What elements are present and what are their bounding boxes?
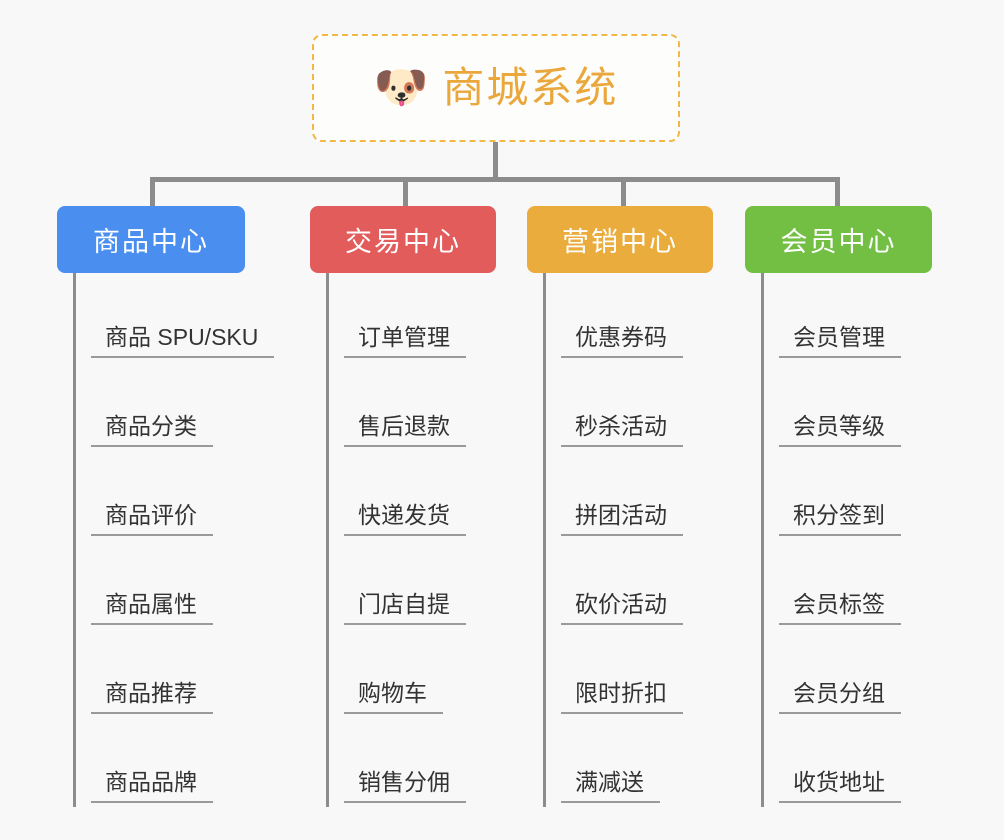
branch-drop-connector-1 bbox=[403, 177, 408, 207]
leaf-item-label: 会员标签 bbox=[779, 591, 901, 625]
leaf-item-label: 订单管理 bbox=[344, 324, 466, 358]
leaf-item[interactable]: 会员分组 bbox=[761, 629, 932, 718]
leaf-item-label: 商品评价 bbox=[91, 502, 213, 536]
leaf-item[interactable]: 销售分佣 bbox=[326, 718, 496, 807]
leaf-item[interactable]: 订单管理 bbox=[326, 273, 496, 362]
leaf-item-label: 积分签到 bbox=[779, 502, 901, 536]
leaf-item[interactable]: 商品推荐 bbox=[73, 629, 274, 718]
branch-header-marketing[interactable]: 营销中心 bbox=[527, 206, 713, 273]
branch-header-label: 会员中心 bbox=[780, 227, 897, 257]
trunk-vertical-connector bbox=[493, 142, 498, 180]
leaf-item-label: 商品品牌 bbox=[91, 769, 213, 803]
leaf-item-label: 限时折扣 bbox=[561, 680, 683, 714]
branch-leaf-list-marketing: 优惠券码 秒杀活动 拼团活动 砍价活动 限时折扣 满减送 bbox=[543, 273, 713, 807]
leaf-item[interactable]: 商品分类 bbox=[73, 362, 274, 451]
leaf-item-label: 门店自提 bbox=[344, 591, 466, 625]
leaf-item-label: 销售分佣 bbox=[344, 769, 466, 803]
leaf-item-label: 优惠券码 bbox=[561, 324, 683, 358]
leaf-item[interactable]: 门店自提 bbox=[326, 540, 496, 629]
leaf-item[interactable]: 商品属性 bbox=[73, 540, 274, 629]
root-node-title: 商城系统 bbox=[442, 64, 619, 111]
leaf-item[interactable]: 限时折扣 bbox=[543, 629, 713, 718]
leaf-item-label: 会员管理 bbox=[779, 324, 901, 358]
leaf-item[interactable]: 会员标签 bbox=[761, 540, 932, 629]
leaf-item[interactable]: 购物车 bbox=[326, 629, 496, 718]
branch-header-member[interactable]: 会员中心 bbox=[745, 206, 932, 273]
leaf-spine bbox=[543, 273, 546, 807]
leaf-item-label: 收货地址 bbox=[779, 769, 901, 803]
trunk-horizontal-connector bbox=[150, 177, 840, 182]
leaf-item[interactable]: 优惠券码 bbox=[543, 273, 713, 362]
leaf-item-label: 商品分类 bbox=[91, 413, 213, 447]
leaf-item-label: 商品 SPU/SKU bbox=[91, 324, 275, 358]
leaf-spine bbox=[326, 273, 329, 807]
leaf-item-label: 秒杀活动 bbox=[561, 413, 683, 447]
leaf-item[interactable]: 拼团活动 bbox=[543, 451, 713, 540]
branch-leaf-list-trade: 订单管理 售后退款 快递发货 门店自提 购物车 销售分佣 bbox=[326, 273, 496, 807]
branch-drop-connector-2 bbox=[621, 177, 626, 207]
leaf-spine bbox=[761, 273, 764, 807]
leaf-item[interactable]: 秒杀活动 bbox=[543, 362, 713, 451]
leaf-item-label: 商品推荐 bbox=[91, 680, 213, 714]
branch-header-label: 交易中心 bbox=[345, 227, 461, 257]
leaf-item-label: 砍价活动 bbox=[561, 591, 683, 625]
leaf-spine bbox=[73, 273, 76, 807]
leaf-item-label: 购物车 bbox=[344, 680, 443, 714]
branch-column-trade: 交易中心 订单管理 售后退款 快递发货 门店自提 购物车 销售分佣 bbox=[310, 206, 496, 807]
leaf-item-label: 售后退款 bbox=[344, 413, 466, 447]
leaf-item-label: 快递发货 bbox=[344, 502, 466, 536]
leaf-item[interactable]: 满减送 bbox=[543, 718, 713, 807]
leaf-item[interactable]: 售后退款 bbox=[326, 362, 496, 451]
leaf-item[interactable]: 会员管理 bbox=[761, 273, 932, 362]
branch-header-product[interactable]: 商品中心 bbox=[57, 206, 245, 273]
leaf-item[interactable]: 商品评价 bbox=[73, 451, 274, 540]
leaf-item[interactable]: 收货地址 bbox=[761, 718, 932, 807]
branch-column-marketing: 营销中心 优惠券码 秒杀活动 拼团活动 砍价活动 限时折扣 满减送 bbox=[527, 206, 713, 807]
leaf-item[interactable]: 快递发货 bbox=[326, 451, 496, 540]
branch-drop-connector-3 bbox=[835, 177, 840, 207]
branch-leaf-list-product: 商品 SPU/SKU 商品分类 商品评价 商品属性 商品推荐 商品品牌 bbox=[73, 273, 275, 807]
branch-header-label: 营销中心 bbox=[562, 227, 678, 257]
branch-leaf-list-member: 会员管理 会员等级 积分签到 会员标签 会员分组 收货地址 bbox=[761, 273, 932, 807]
branch-header-label: 商品中心 bbox=[93, 227, 209, 257]
leaf-item[interactable]: 砍价活动 bbox=[543, 540, 713, 629]
leaf-item[interactable]: 商品 SPU/SKU bbox=[73, 273, 275, 362]
leaf-item-label: 拼团活动 bbox=[561, 502, 683, 536]
branch-column-product: 商品中心 商品 SPU/SKU 商品分类 商品评价 商品属性 商品推荐 商品品牌 bbox=[57, 206, 275, 807]
leaf-item-label: 会员等级 bbox=[779, 413, 901, 447]
branch-column-member: 会员中心 会员管理 会员等级 积分签到 会员标签 会员分组 收货地址 bbox=[745, 206, 932, 807]
branch-header-trade[interactable]: 交易中心 bbox=[310, 206, 496, 273]
root-node[interactable]: 🐶 商城系统 bbox=[312, 34, 680, 142]
leaf-item[interactable]: 会员等级 bbox=[761, 362, 932, 451]
leaf-item[interactable]: 积分签到 bbox=[761, 451, 932, 540]
leaf-item[interactable]: 商品品牌 bbox=[73, 718, 274, 807]
leaf-item-label: 商品属性 bbox=[91, 591, 213, 625]
leaf-item-label: 会员分组 bbox=[779, 680, 901, 714]
dog-face-icon: 🐶 bbox=[373, 63, 429, 112]
branch-drop-connector-0 bbox=[150, 177, 155, 207]
leaf-item-label: 满减送 bbox=[561, 769, 660, 803]
